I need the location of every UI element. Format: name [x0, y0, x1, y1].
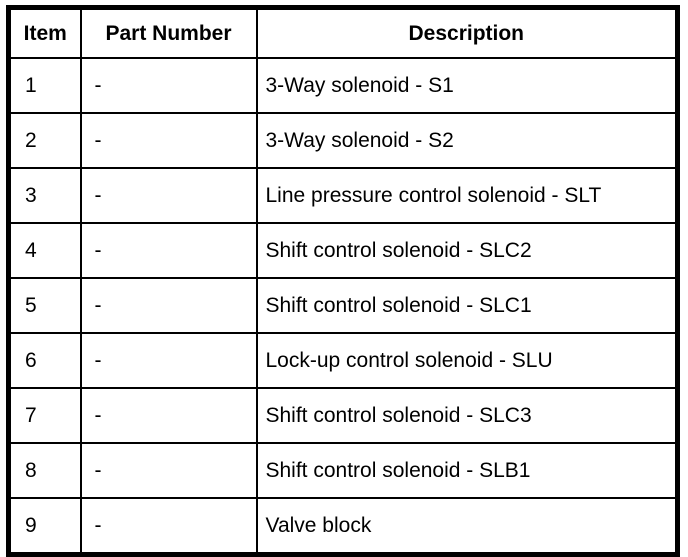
part-number-cell: -: [79, 167, 258, 224]
table-row: 9 - Valve block: [7, 497, 679, 556]
item-cell: 7: [7, 387, 82, 444]
description-cell: Shift control solenoid - SLC3: [255, 387, 679, 444]
item-cell: 5: [7, 277, 82, 334]
item-cell: 9: [7, 497, 82, 556]
table-row: 6 - Lock-up control solenoid - SLU: [7, 332, 679, 389]
item-cell: 8: [7, 442, 82, 499]
column-header-description: Description: [255, 6, 679, 59]
description-cell: Shift control solenoid - SLC1: [255, 277, 679, 334]
table-row: 4 - Shift control solenoid - SLC2: [7, 222, 679, 279]
parts-table: Item Part Number Description 1 - 3-Way s…: [6, 5, 680, 557]
description-cell: Valve block: [255, 497, 679, 556]
item-cell: 2: [7, 112, 82, 169]
table-row: 1 - 3-Way solenoid - S1: [7, 57, 679, 114]
item-cell: 6: [7, 332, 82, 389]
description-cell: Line pressure control solenoid - SLT: [255, 167, 679, 224]
table-row: 3 - Line pressure control solenoid - SLT: [7, 167, 679, 224]
part-number-cell: -: [79, 387, 258, 444]
part-number-cell: -: [79, 57, 258, 114]
item-cell: 4: [7, 222, 82, 279]
part-number-cell: -: [79, 497, 258, 556]
column-header-item: Item: [7, 6, 82, 59]
part-number-cell: -: [79, 112, 258, 169]
column-header-part-number: Part Number: [79, 6, 258, 59]
part-number-cell: -: [79, 332, 258, 389]
parts-table-header: Item Part Number Description: [7, 6, 679, 59]
part-number-cell: -: [79, 222, 258, 279]
description-cell: 3-Way solenoid - S2: [255, 112, 679, 169]
table-row: 5 - Shift control solenoid - SLC1: [7, 277, 679, 334]
description-cell: Shift control solenoid - SLC2: [255, 222, 679, 279]
description-cell: Lock-up control solenoid - SLU: [255, 332, 679, 389]
parts-table-body: 1 - 3-Way solenoid - S1 2 - 3-Way soleno…: [7, 57, 679, 556]
description-cell: 3-Way solenoid - S1: [255, 57, 679, 114]
item-cell: 1: [7, 57, 82, 114]
part-number-cell: -: [79, 442, 258, 499]
table-row: 2 - 3-Way solenoid - S2: [7, 112, 679, 169]
part-number-cell: -: [79, 277, 258, 334]
description-cell: Shift control solenoid - SLB1: [255, 442, 679, 499]
table-row: 7 - Shift control solenoid - SLC3: [7, 387, 679, 444]
item-cell: 3: [7, 167, 82, 224]
header-row: Item Part Number Description: [7, 6, 679, 59]
table-row: 8 - Shift control solenoid - SLB1: [7, 442, 679, 499]
